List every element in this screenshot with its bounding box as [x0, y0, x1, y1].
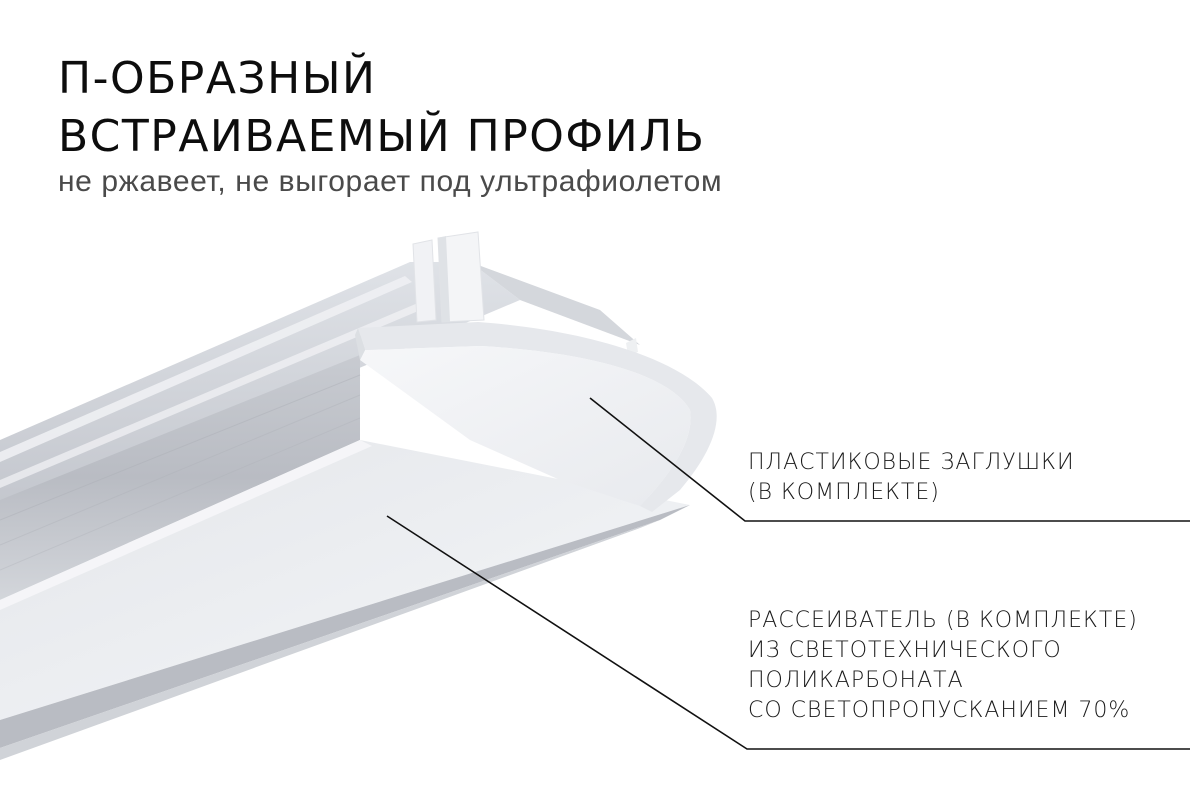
page-subtitle: не ржавеет, не выгорает под ультрафиолет…: [58, 165, 723, 198]
callout-end-caps: ПЛАСТИКОВЫЕ ЗАГЛУШКИ (В КОМПЛЕКТЕ): [748, 448, 1075, 508]
diffuser-panel: [0, 440, 690, 760]
callout-line-diffuser: [386, 515, 1190, 750]
callout-diffuser: РАССЕИВАТЕЛЬ (В КОМПЛЕКТЕ) ИЗ СВЕТОТЕХНИ…: [748, 606, 1138, 726]
title-line-1: П-ОБРАЗНЫЙ: [58, 53, 377, 104]
callout-diffuser-line-2: ИЗ СВЕТОТЕХНИЧЕСКОГО: [748, 638, 1062, 663]
callout-diffuser-line-1: РАССЕИВАТЕЛЬ (В КОМПЛЕКТЕ): [748, 608, 1138, 633]
callout-end-caps-line-2: (В КОМПЛЕКТЕ): [748, 480, 940, 505]
callout-line-end-cap: [589, 397, 1190, 522]
title-line-2: ВСТРАИВАЕМЫЙ ПРОФИЛЬ: [58, 111, 706, 162]
end-cap: [355, 231, 717, 512]
callout-lines: [386, 397, 1190, 750]
callout-diffuser-line-4: СО СВЕТОПРОПУСКАНИЕМ 70%: [748, 698, 1131, 723]
callout-diffuser-line-3: ПОЛИКАРБОНАТА: [748, 668, 964, 693]
page-title: П-ОБРАЗНЫЙ ВСТРАИВАЕМЫЙ ПРОФИЛЬ: [58, 50, 705, 166]
callout-end-caps-line-1: ПЛАСТИКОВЫЕ ЗАГЛУШКИ: [748, 450, 1075, 475]
profile-body: [0, 262, 640, 600]
